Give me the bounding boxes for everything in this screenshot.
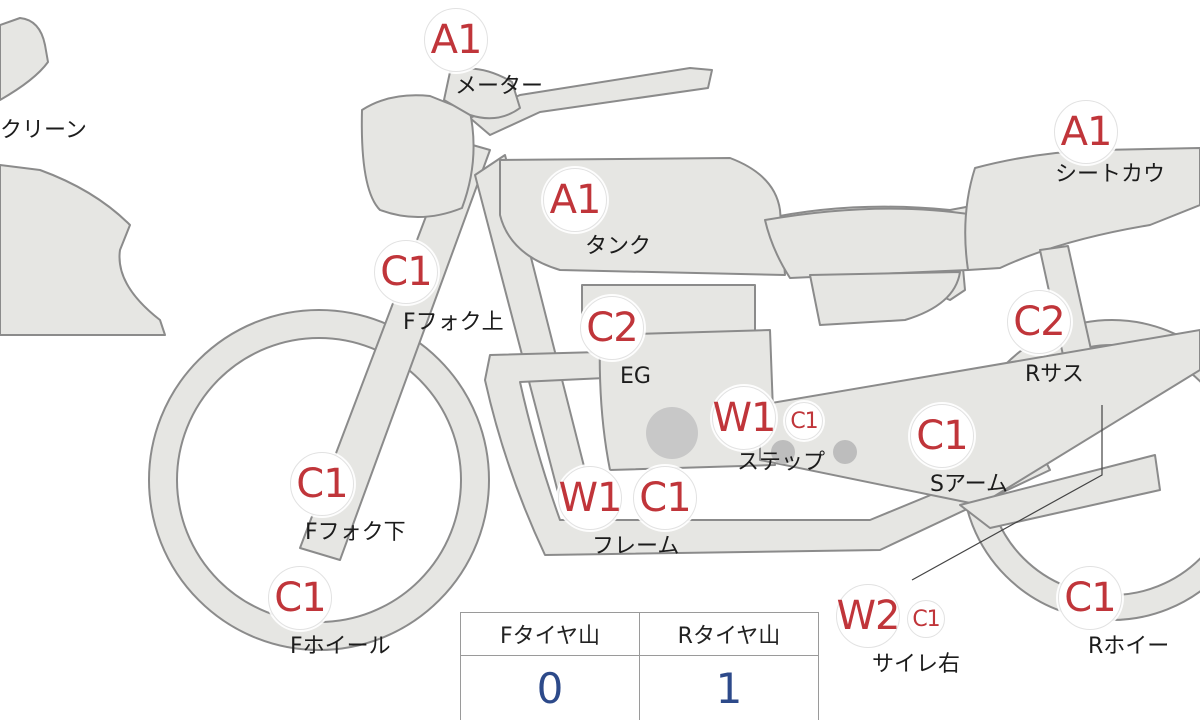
screen-label: クリーン [0, 118, 87, 143]
muffler-leader-line [911, 405, 1103, 581]
front-wheel-code: C1 [268, 566, 332, 630]
swing-arm-shape [759, 329, 1200, 506]
handlebar-shape [469, 67, 713, 136]
seat-cowl-label: シートカウ [1055, 162, 1166, 187]
fork-lower-code: C1 [290, 452, 354, 516]
rear-shock-code: C2 [1007, 290, 1071, 354]
muffler-label: サイレ右 [872, 652, 961, 677]
tank-code: A1 [543, 168, 607, 232]
front-wheel-label: Fホイール [290, 634, 391, 659]
tire-tread-table: Fタイヤ山 Rタイヤ山 0 1 [460, 612, 819, 720]
meter-label: メーター [455, 74, 544, 99]
rear-tire-value: 1 [639, 655, 819, 720]
screen-shape [0, 17, 49, 101]
tank-label: タンク [585, 234, 652, 259]
frame-code-2: C1 [633, 466, 697, 530]
step-peg-right [833, 440, 857, 464]
fork-shape [299, 139, 491, 561]
rear-tire-header: Rタイヤ山 [639, 612, 819, 656]
seat-cowl-shape [964, 147, 1200, 271]
seat-shape [764, 207, 976, 279]
muffler-sub-code: C1 [907, 600, 945, 638]
step-sub-code: C1 [785, 402, 823, 440]
swing-arm-code: C1 [910, 404, 974, 468]
fork-upper-code: C1 [374, 240, 438, 304]
headlight-shape [360, 94, 475, 218]
swing-arm-label: Sアーム [930, 472, 1008, 497]
rear-shock-label: Rサス [1025, 362, 1084, 387]
front-cowl-shape [0, 164, 166, 336]
frame-label: フレーム [592, 534, 680, 559]
step-peg-left [771, 440, 795, 464]
meter-code: A1 [424, 8, 488, 72]
muffler-code: W2 [836, 584, 901, 648]
step-label: ステップ [737, 450, 826, 475]
seat-cowl-code: A1 [1054, 100, 1118, 164]
rear-wheel-code: C1 [1058, 566, 1122, 630]
engine-code: C2 [580, 296, 644, 360]
step-code: W1 [712, 386, 777, 450]
side-cover-shape [809, 271, 961, 326]
fork-lower-label: Fフォク下 [305, 520, 406, 545]
front-tire-value: 0 [460, 655, 640, 720]
front-tire-header: Fタイヤ山 [460, 612, 640, 656]
fork-upper-label: Fフォク上 [403, 310, 504, 335]
frame-code-1: W1 [558, 466, 623, 530]
rear-wheel-label: Rホイー [1088, 634, 1170, 659]
engine-case-spot [646, 407, 698, 459]
engine-label: EG [620, 364, 651, 389]
front-wheel-shape [148, 309, 490, 651]
muffler-shape [959, 454, 1161, 529]
